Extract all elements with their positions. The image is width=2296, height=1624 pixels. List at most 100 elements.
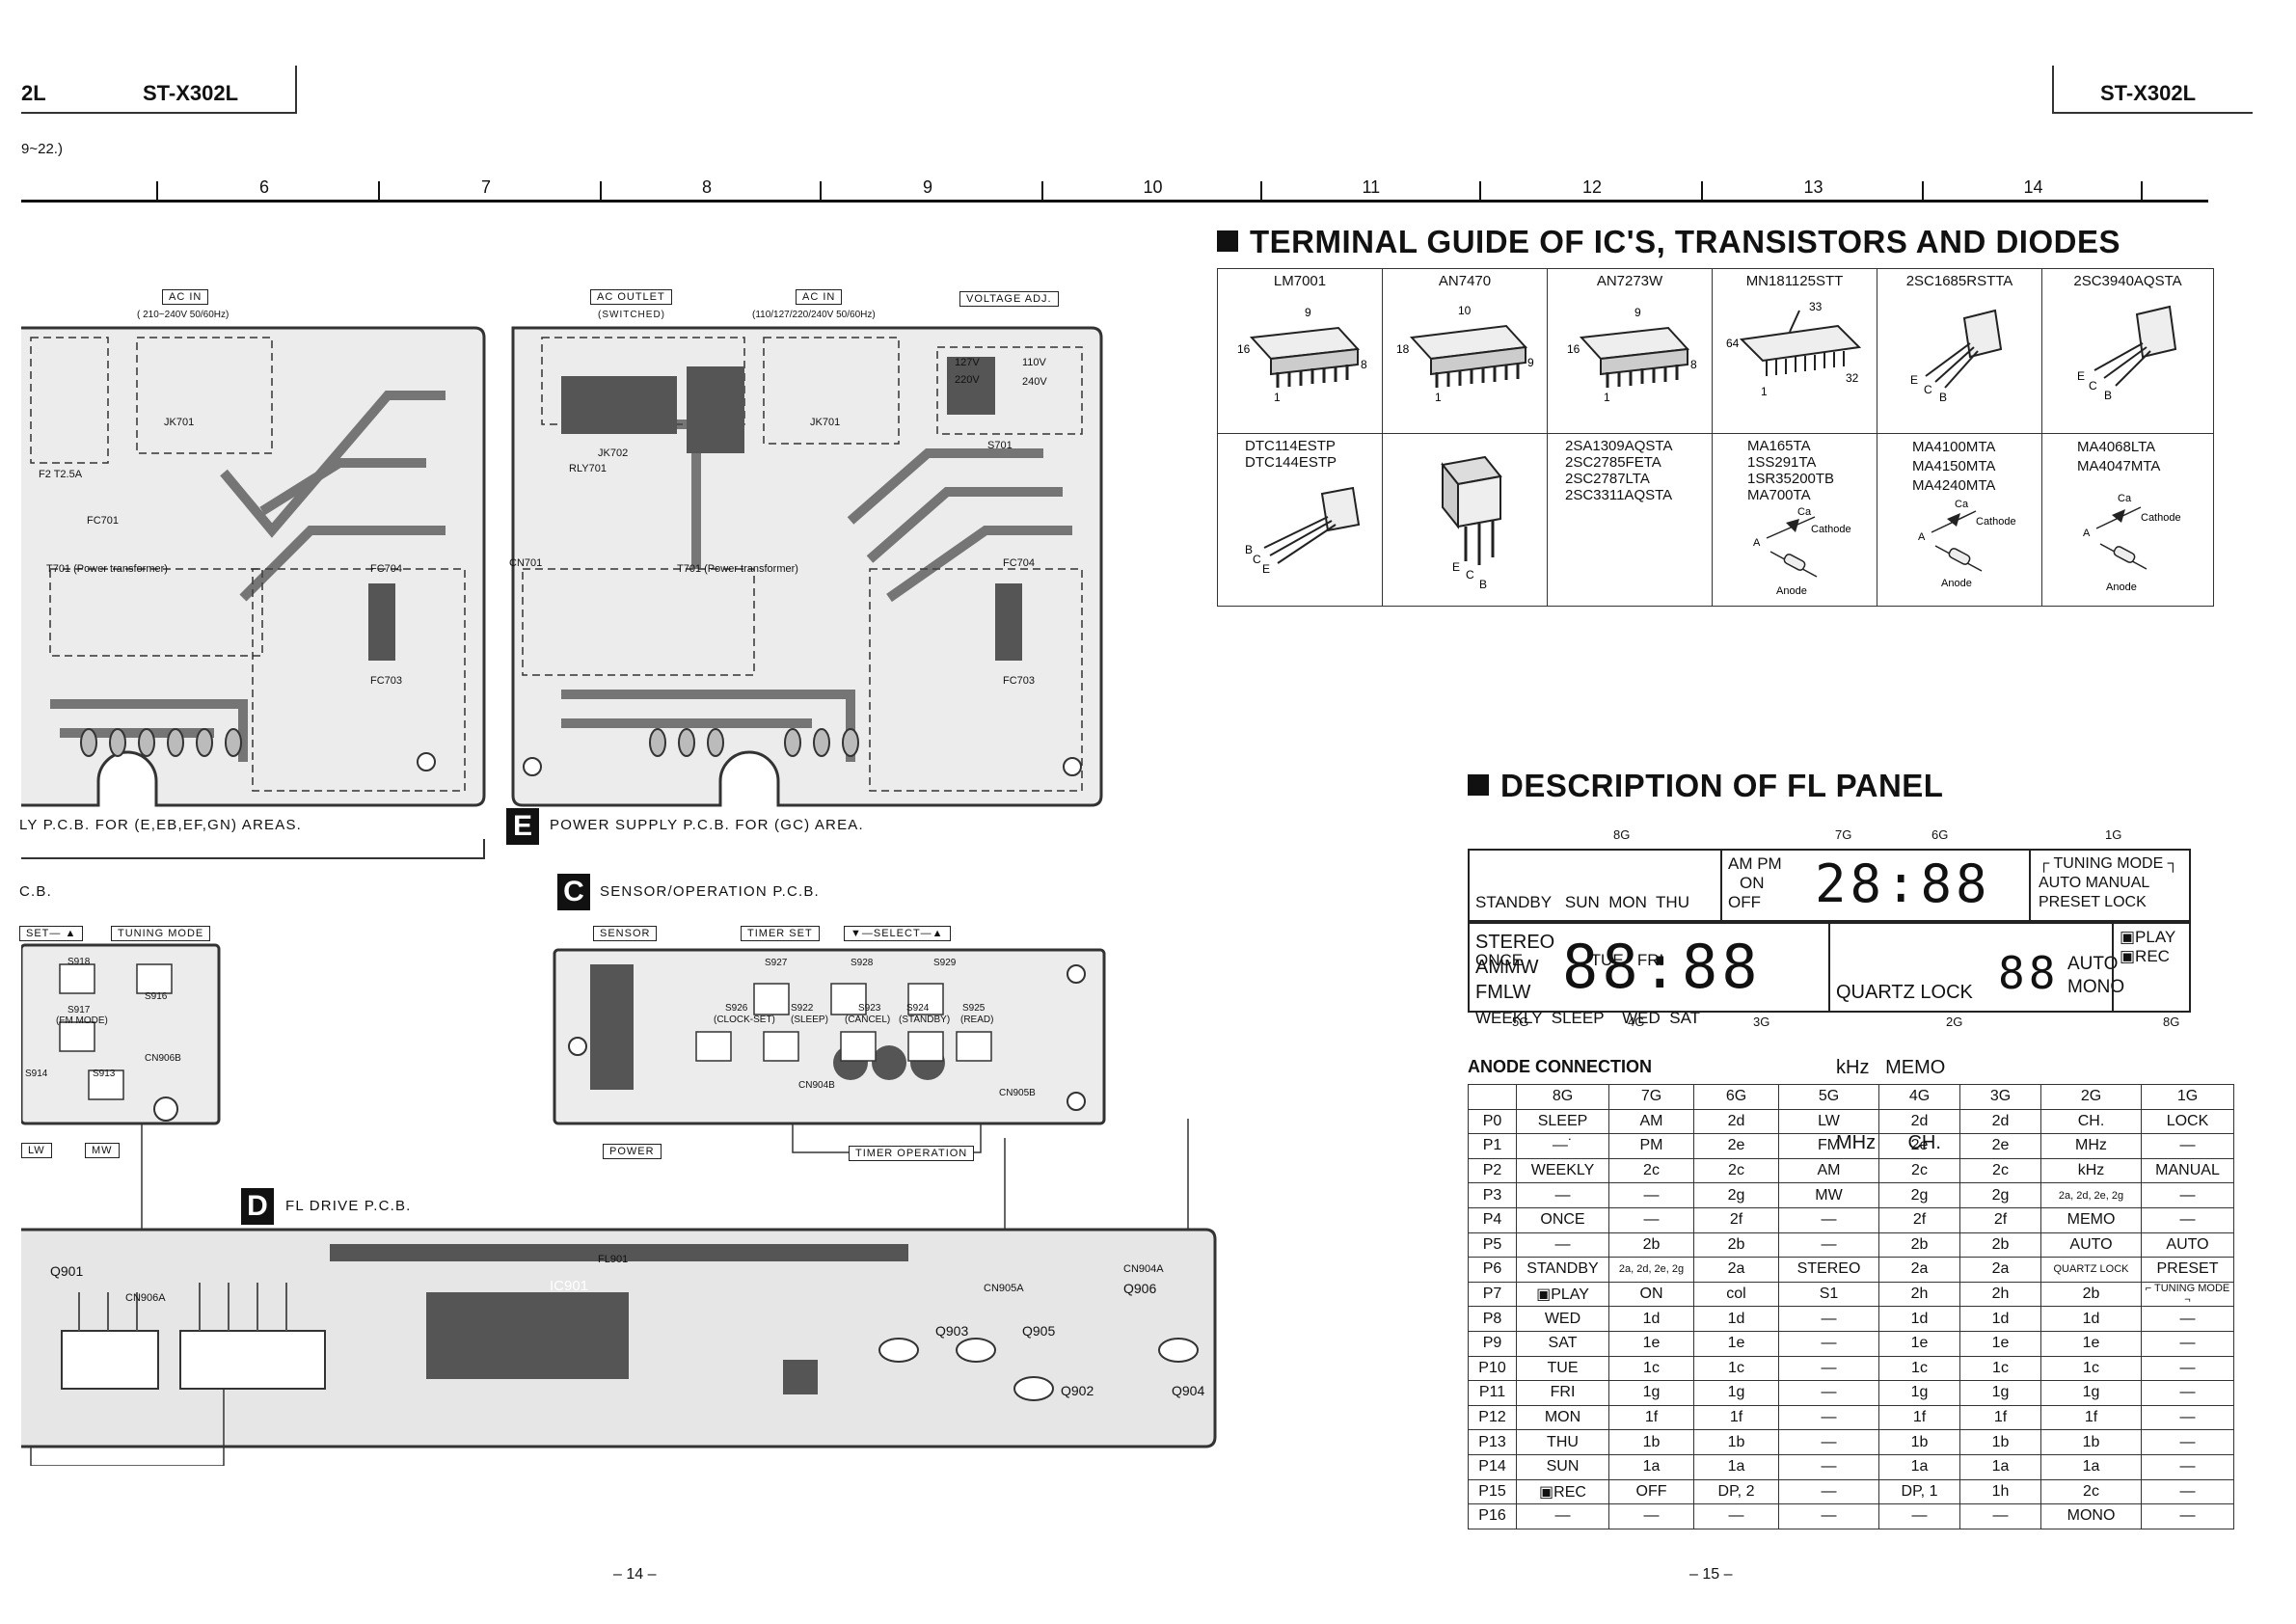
ruler-tick <box>1701 181 1703 201</box>
fl-grid-1g-top: 1G <box>2105 827 2122 842</box>
anode-cell: 1a <box>2040 1453 2142 1480</box>
anode-cell: P0 <box>1468 1108 1517 1135</box>
anode-cell: P9 <box>1468 1330 1517 1357</box>
anode-cell: 1e <box>1608 1330 1694 1357</box>
fl-auto-label: AUTO <box>2067 954 2119 974</box>
fl-play-rec-indicators: ▣PLAY ▣REC <box>2120 928 2175 966</box>
ac-in-right-spec: (110/127/220/240V 50/60Hz) <box>752 310 876 320</box>
ac-in-left-label: AC IN <box>162 289 209 305</box>
anode-cell: — <box>1878 1503 1960 1529</box>
terminal-guide-title: TERMINAL GUIDE OF IC'S, TRANSISTORS AND … <box>1217 224 2120 260</box>
tg-pin-ca: Ca <box>1955 499 1969 510</box>
anode-cell: 1c <box>2040 1355 2142 1382</box>
set-label: SET— ▲ <box>19 926 84 941</box>
v127-label: 127V <box>955 357 980 368</box>
tg-name: MA4150MTA <box>1912 458 1996 474</box>
fl-day-row: ONCE TUE FRI <box>1475 951 1664 969</box>
anode-cell: 2e <box>1693 1133 1779 1159</box>
cancel-label: (CANCEL) <box>845 1015 891 1025</box>
tg-name: 2SC3940AQSTA <box>2073 273 2182 289</box>
anode-cell: 1d <box>1959 1306 2041 1332</box>
e-badge: E <box>506 808 539 845</box>
header-left-rule <box>21 112 297 114</box>
tg-pin-e: E <box>1452 560 1460 574</box>
anode-cell: 2b <box>2040 1281 2142 1308</box>
tg-name: AN7273W <box>1596 273 1663 289</box>
tg-name: DTC114ESTP <box>1245 438 1336 454</box>
c-badge: C <box>557 874 590 910</box>
fl-grid-2g-bottom: 2G <box>1946 1015 1963 1029</box>
fl-auto-mono-indicators: AUTO MONO <box>2067 953 2124 999</box>
anode-header-cell <box>1468 1084 1517 1110</box>
tg-name: MA4047MTA <box>2077 458 2161 474</box>
anode-cell: 1d <box>1878 1306 1960 1332</box>
diode-icon: Ca Cathode A Anode <box>1753 506 1851 597</box>
pcb-diagram-area <box>21 326 1217 1466</box>
tg-name: MA4068LTA <box>2077 439 2156 455</box>
pcb-sensor-operation <box>553 948 1106 1125</box>
anode-cell: 2a <box>1693 1257 1779 1283</box>
anode-header-cell: 3G <box>1959 1084 2041 1110</box>
terminal-guide-title-text: TERMINAL GUIDE OF IC'S, TRANSISTORS AND … <box>1250 224 2120 259</box>
anode-cell: P6 <box>1468 1257 1517 1283</box>
fl-bottom-digits: 88:88 <box>1562 932 1762 1002</box>
anode-cell: — <box>1516 1232 1609 1259</box>
ruler-number: 9 <box>923 177 933 197</box>
v110-label: 110V <box>1022 357 1046 368</box>
header-subnote: 9~22.) <box>21 141 63 157</box>
q903-label: Q903 <box>935 1323 969 1339</box>
fc703-right-label: FC703 <box>1003 675 1036 687</box>
pcb-gc-supply <box>511 326 1103 807</box>
anode-cell: — <box>2141 1429 2234 1455</box>
header-right-divider <box>2052 66 2054 114</box>
left-supply-caption: LY P.C.B. FOR (E,EB,EF,GN) AREAS. <box>19 817 303 833</box>
anode-cell: SLEEP <box>1516 1108 1609 1135</box>
fc704-right-label: FC704 <box>1003 557 1036 569</box>
anode-cell: P1 <box>1468 1133 1517 1159</box>
tg-pin-anode: Anode <box>1776 585 1807 596</box>
fl-channel-digits: 88 <box>1998 947 2060 999</box>
mw-label: MW <box>85 1143 120 1158</box>
anode-cell: PM <box>1608 1133 1694 1159</box>
tuning-mode-label: TUNING MODE <box>111 926 211 941</box>
fl-play-label: ▣PLAY <box>2120 928 2176 946</box>
anode-cell: — <box>1778 1330 1879 1357</box>
anode-cell: — <box>1778 1453 1879 1480</box>
ruler-tick <box>2141 181 2143 201</box>
tg-pin-a: A <box>2083 528 2091 539</box>
tg-pin-c: C <box>1466 568 1474 582</box>
ruler-tick <box>156 181 158 201</box>
tg-name: AN7470 <box>1438 273 1492 289</box>
s918-label: S918 <box>68 957 91 967</box>
s917-label: S917 <box>68 1005 91 1015</box>
cn906b-label: CN906B <box>145 1053 181 1064</box>
anode-cell: — <box>2141 1453 2234 1480</box>
anode-header-cell: 1G <box>2141 1084 2234 1110</box>
s927-label: S927 <box>765 958 788 968</box>
bullet-square-icon <box>1217 230 1238 252</box>
fl-ampm-label: AM PM <box>1728 854 1782 873</box>
tg-pin-e: E <box>1262 562 1270 576</box>
anode-cell: AUTO <box>2141 1232 2234 1259</box>
tg-pin-top: 9 <box>1634 306 1641 319</box>
tg-pin-bottom: 1 <box>1604 391 1610 404</box>
anode-header-cell: 4G <box>1878 1084 1960 1110</box>
anode-cell: 1a <box>1959 1453 2041 1480</box>
timer-set-label: TIMER SET <box>741 926 820 941</box>
anode-cell: 2c <box>1693 1157 1779 1184</box>
zener-diode-icon: Ca Cathode A Anode <box>2083 493 2181 593</box>
ruler-number: 11 <box>1362 177 1381 197</box>
tg-pin-left: 16 <box>1237 342 1251 356</box>
fl-panel-top-row: STANDBY SUN MON THU ONCE TUE FRI WEEKLY … <box>1468 849 2191 1027</box>
ruler-line <box>21 200 2208 203</box>
fl-grid-8g-bottom: 8G <box>2163 1015 2180 1029</box>
anode-cell: 2e <box>1959 1133 2041 1159</box>
q902-label: Q902 <box>1061 1383 1094 1398</box>
anode-cell: — <box>1778 1503 1879 1529</box>
ruler-tick <box>1922 181 1924 201</box>
tg-pin-top: 9 <box>1305 306 1311 319</box>
fl-ampm-indicators: AM PM ON OFF <box>1728 854 1782 912</box>
